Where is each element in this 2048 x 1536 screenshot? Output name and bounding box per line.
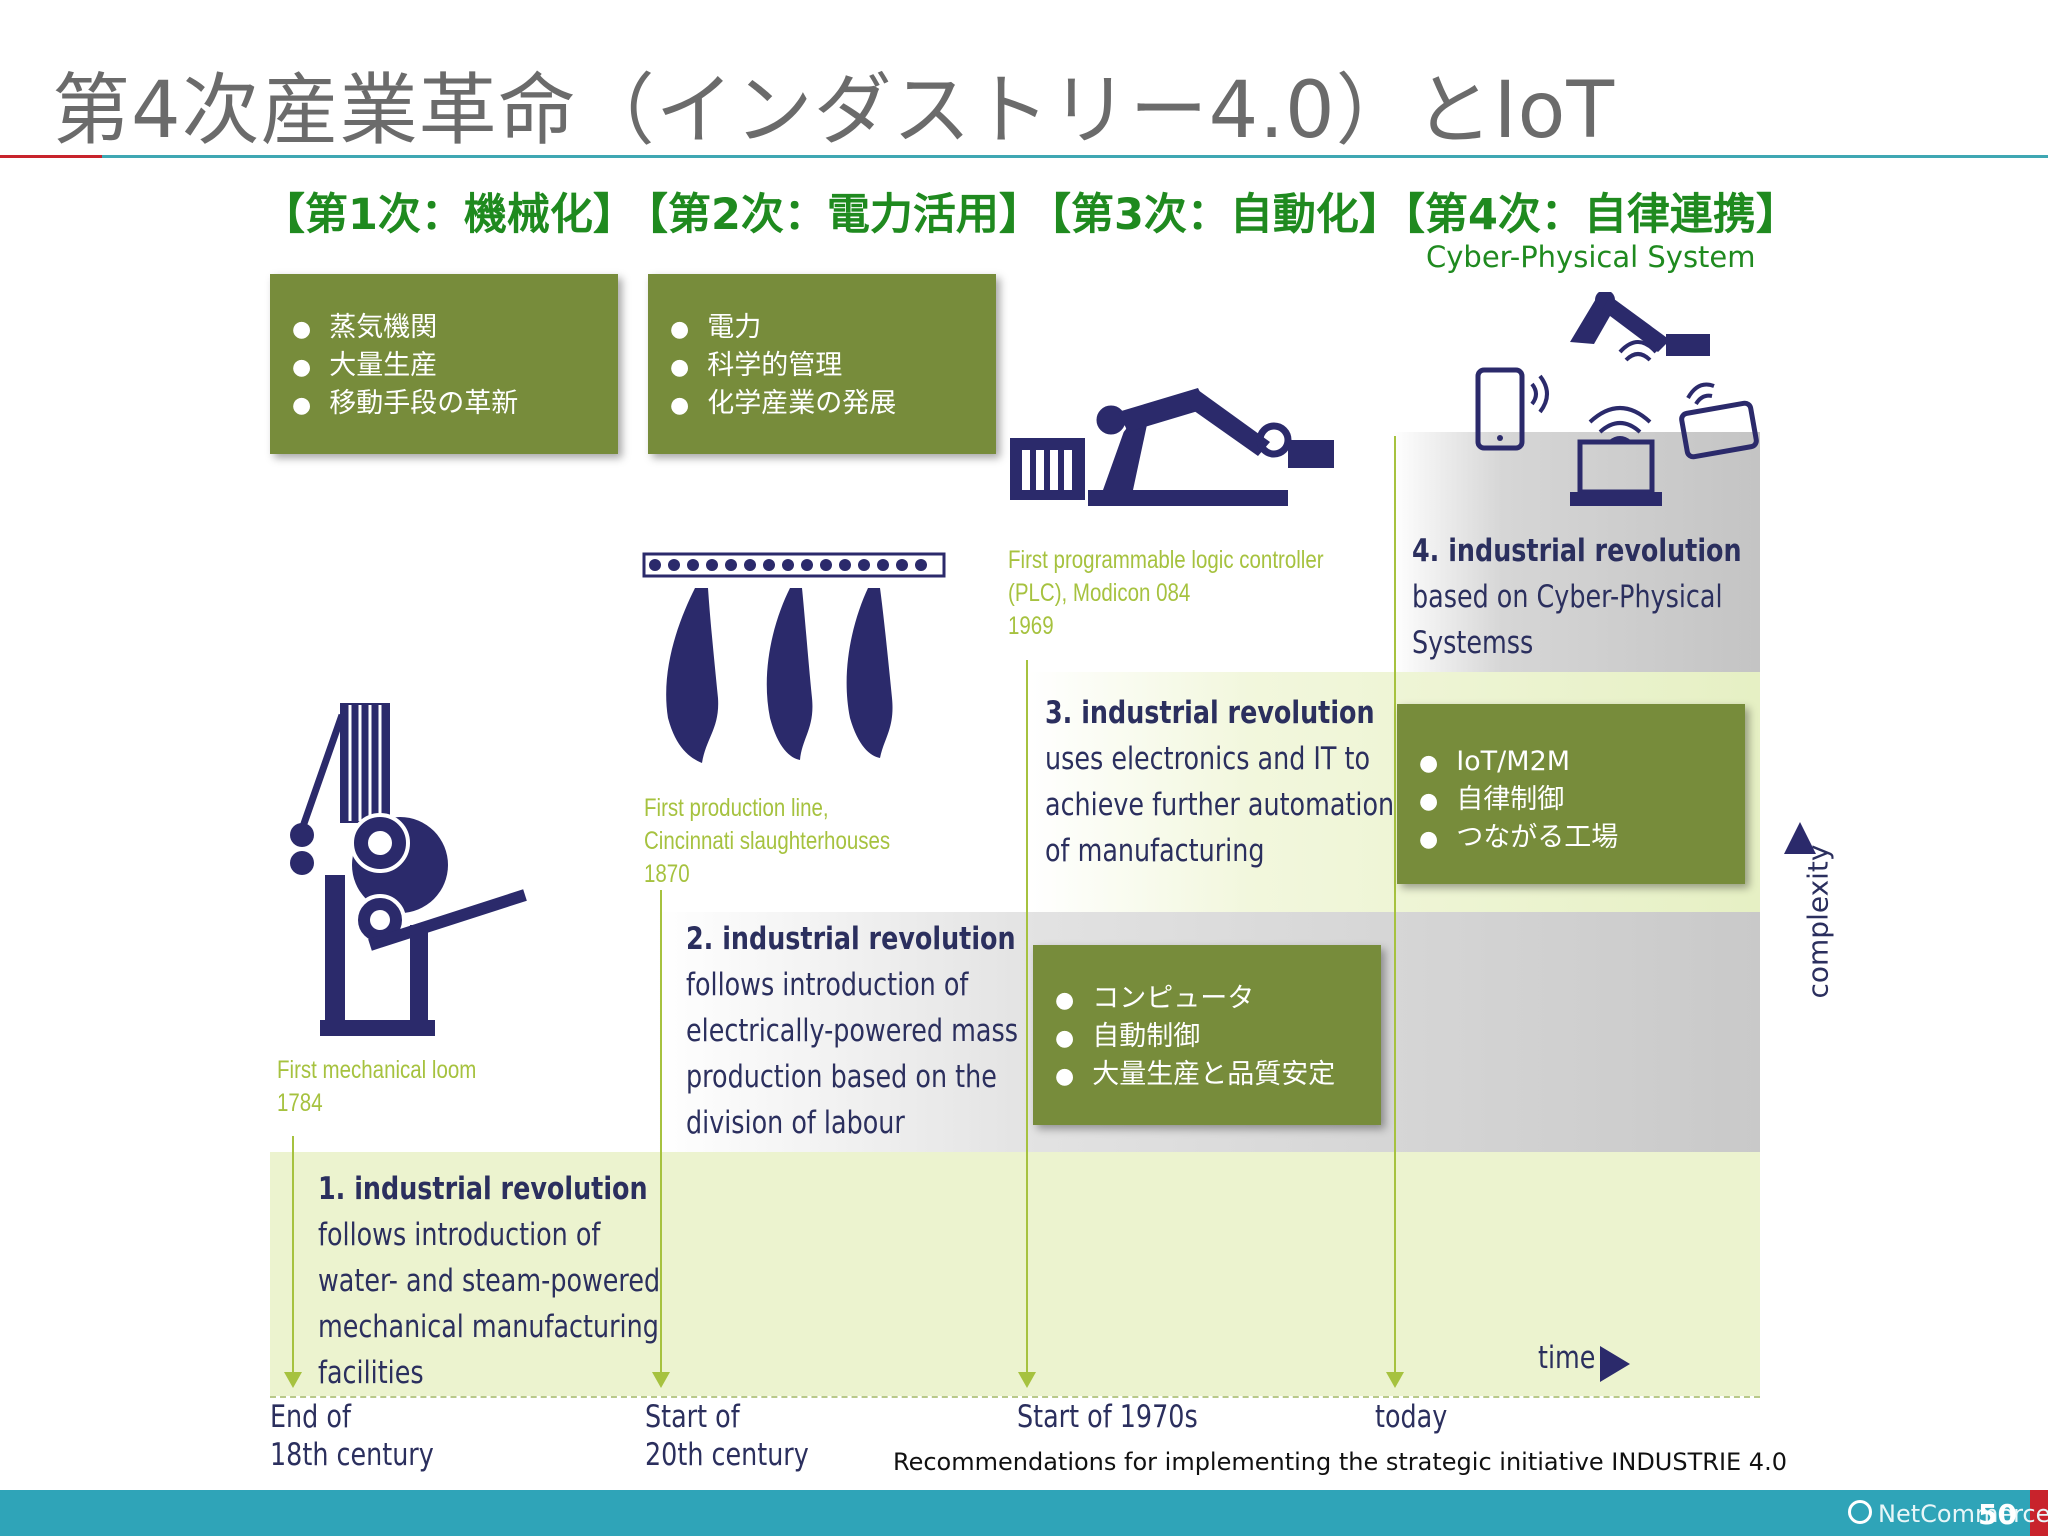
phase-2-label: 【第2次：電力活用】 <box>625 190 1042 240</box>
revolution-line: Systemss <box>1412 625 1534 661</box>
caption-year: 1969 <box>1008 612 1054 640</box>
revolution-line: production based on the <box>686 1059 997 1095</box>
phase-2-bullet: 化学産業の発展 <box>670 386 996 424</box>
revolution-line: electrically-powered mass <box>686 1013 1018 1049</box>
phase-3-box: コンピュータ 自動制御 大量生産と品質安定 <box>1033 945 1381 1125</box>
revolution-line: achieve further automation <box>1045 787 1395 823</box>
slide-title: 第4次産業革命（インダストリー4.0）とIoT <box>52 66 1616 156</box>
revolution-line: of manufacturing <box>1045 833 1265 869</box>
band-level-1 <box>270 1152 1760 1396</box>
phase-4-subtitle: Cyber-Physical System <box>1426 240 1756 274</box>
revolution-line: division of labour <box>686 1105 905 1141</box>
complexity-arrow-icon <box>1784 822 1816 854</box>
phase-1-box: 蒸気機関 大量生産 移動手段の革新 <box>270 274 618 454</box>
connected-devices-icon <box>1475 292 1759 506</box>
timeline-label-line: Start of 1970s <box>1017 1399 1198 1435</box>
revolution-2-text: 2. industrial revolution follows introdu… <box>686 916 1018 1146</box>
caption-line: (PLC), Modicon 084 <box>1008 579 1191 607</box>
caption-line: First mechanical loom <box>277 1056 477 1084</box>
title-rule <box>0 155 2048 158</box>
revolution-line: based on Cyber-Physical <box>1412 579 1723 615</box>
timeline-label-4: today <box>1375 1398 1447 1436</box>
phase-4-box: IoT/M2M 自律制御 つながる工場 <box>1397 704 1745 884</box>
caption-line: First production line, <box>644 794 829 822</box>
complexity-axis-label: complexity <box>1801 844 1835 999</box>
timeline-label-line: 20th century <box>645 1437 809 1473</box>
phase-1-bullet: 移動手段の革新 <box>292 386 618 424</box>
revolution-1-text: 1. industrial revolution follows introdu… <box>318 1166 660 1396</box>
phase-4-bullet: つながる工場 <box>1419 820 1745 858</box>
logo-text: NetCommerce <box>1878 1500 2048 1528</box>
revolution-4-heading: 4. industrial revolution <box>1412 533 1742 569</box>
timeline-label-line: 18th century <box>270 1437 434 1473</box>
revolution-3-heading: 3. industrial revolution <box>1045 695 1375 731</box>
revolution-2-heading: 2. industrial revolution <box>686 921 1016 957</box>
phase-2-box: 電力 科学的管理 化学産業の発展 <box>648 274 996 454</box>
timeline-label-line: today <box>1375 1399 1448 1435</box>
revolution-line: water- and steam-powered <box>318 1263 661 1299</box>
revolution-line: follows introduction of <box>686 967 969 1003</box>
timeline-label-line: Start of <box>645 1399 740 1435</box>
time-arrow-icon <box>1600 1346 1630 1382</box>
band-level-4 <box>1392 432 1760 672</box>
footer-bar <box>0 1490 2048 1536</box>
phase-4-bullet: IoT/M2M <box>1419 744 1745 782</box>
phase-3-label: 【第3次：自動化】 <box>1028 190 1402 240</box>
phase-4-label: 【第4次：自律連携】 <box>1382 190 1799 240</box>
timeline-line-3 <box>1026 660 1028 1376</box>
timeline-arrow-4 <box>1386 1372 1404 1388</box>
phase-1-bullet: 蒸気機関 <box>292 310 618 348</box>
page-number: 50 <box>1978 1498 2017 1531</box>
time-axis-label: time <box>1538 1340 1596 1376</box>
caption-line: First programmable logic controller <box>1008 546 1324 574</box>
industrial-robot-icon <box>1010 388 1334 506</box>
caption-year: 1784 <box>277 1089 323 1117</box>
caption-line: Cincinnati slaughterhouses <box>644 827 891 855</box>
phase-1-label: 【第1次：機械化】 <box>262 190 636 240</box>
revolution-1-heading: 1. industrial revolution <box>318 1171 648 1207</box>
revolution-4-text: 4. industrial revolution based on Cyber-… <box>1412 528 1742 666</box>
phase-4-bullet: 自律制御 <box>1419 782 1745 820</box>
production-line-icon <box>642 552 946 763</box>
timeline-label-3: Start of 1970s <box>1017 1398 1198 1436</box>
caption-production-line: First production line, Cincinnati slaugh… <box>644 792 890 891</box>
phase-3-bullet: 大量生産と品質安定 <box>1055 1057 1381 1095</box>
caption-mechanical-loom: First mechanical loom 1784 <box>277 1054 476 1120</box>
logo-icon <box>1848 1500 1872 1524</box>
revolution-3-text: 3. industrial revolution uses electronic… <box>1045 690 1394 874</box>
phase-1-bullet: 大量生産 <box>292 348 618 386</box>
timeline-line-1 <box>292 1136 294 1376</box>
revolution-line: mechanical manufacturing <box>318 1309 659 1345</box>
timeline-arrow-3 <box>1018 1372 1036 1388</box>
phase-2-bullet: 電力 <box>670 310 996 348</box>
source-citation: Recommendations for implementing the str… <box>893 1448 1787 1476</box>
footer-accent <box>2030 1490 2048 1536</box>
phase-2-bullet: 科学的管理 <box>670 348 996 386</box>
timeline-arrow-1 <box>284 1372 302 1388</box>
timeline-label-2: Start of 20th century <box>645 1398 809 1474</box>
timeline-label-line: End of <box>270 1399 351 1435</box>
revolution-line: facilities <box>318 1355 424 1391</box>
revolution-line: follows introduction of <box>318 1217 601 1253</box>
mechanical-loom-icon <box>290 703 527 1036</box>
phase-3-bullet: 自動制御 <box>1055 1019 1381 1057</box>
timeline-arrow-2 <box>652 1372 670 1388</box>
timeline-label-1: End of 18th century <box>270 1398 434 1474</box>
revolution-line: uses electronics and IT to <box>1045 741 1371 777</box>
caption-year: 1870 <box>644 860 690 888</box>
time-axis-line <box>270 1396 1760 1398</box>
caption-plc: First programmable logic controller (PLC… <box>1008 544 1324 643</box>
timeline-line-4 <box>1394 436 1396 1376</box>
phase-3-bullet: コンピュータ <box>1055 981 1381 1019</box>
title-rule-accent <box>0 155 102 158</box>
timeline-line-2 <box>660 890 662 1376</box>
